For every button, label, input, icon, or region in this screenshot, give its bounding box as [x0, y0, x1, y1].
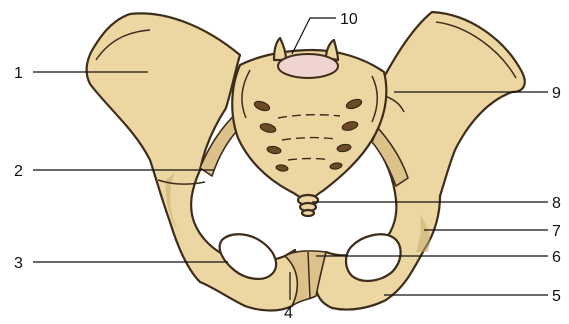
- sacrum: [232, 38, 386, 204]
- sacral-base-disc: [278, 54, 338, 78]
- left-superior-articular-process: [274, 38, 286, 60]
- label-3: 3: [14, 255, 23, 272]
- label-7: 7: [552, 223, 561, 240]
- label-4: 4: [284, 305, 293, 322]
- label-5: 5: [552, 288, 561, 305]
- label-8: 8: [552, 195, 561, 212]
- label-6: 6: [552, 249, 561, 266]
- coccyx: [298, 195, 318, 216]
- label-1: 1: [14, 65, 23, 82]
- label-10: 10: [340, 11, 358, 28]
- label-9: 9: [552, 85, 561, 102]
- label-2: 2: [14, 163, 23, 180]
